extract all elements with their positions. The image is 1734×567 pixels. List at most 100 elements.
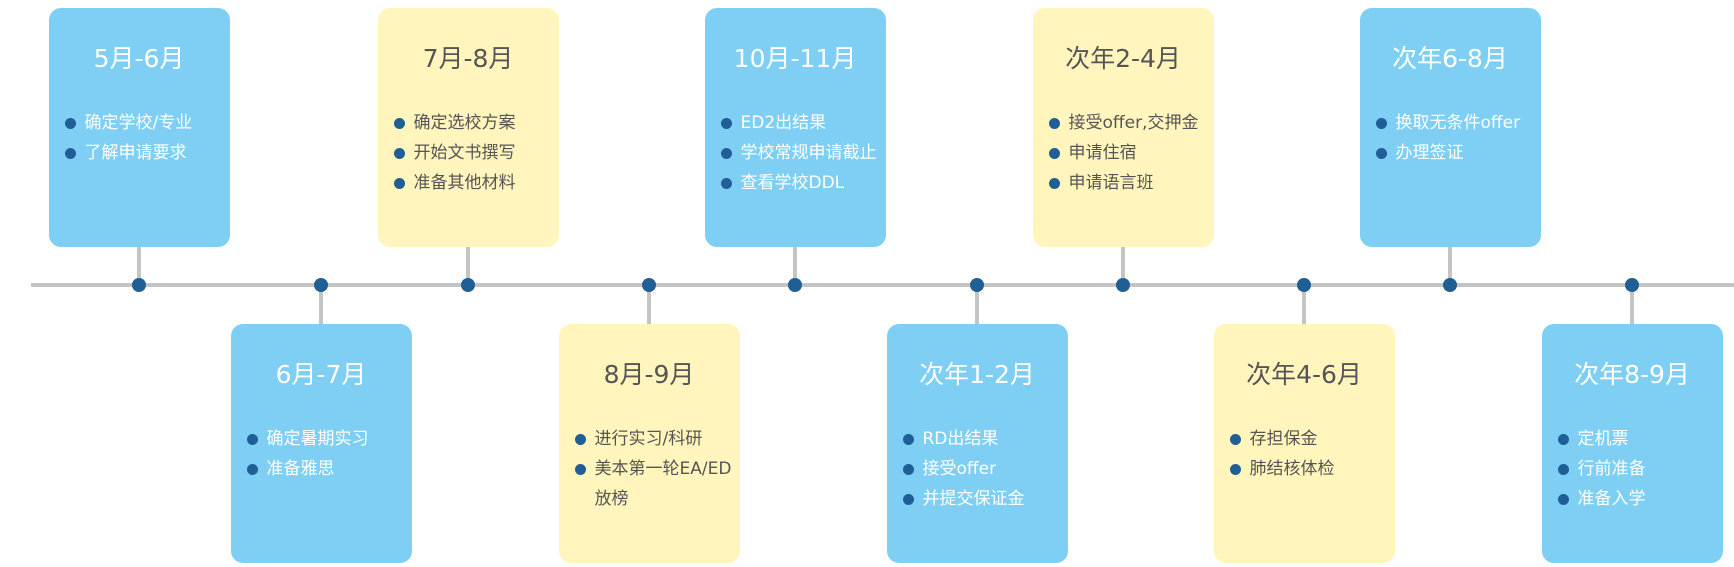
milestone-task: 申请语言班	[1048, 168, 1208, 198]
milestone-task: 准备雅思	[246, 454, 406, 484]
milestone-task: 确定暑期实习	[246, 424, 406, 454]
milestone-task-text: 学校常规申请截止	[740, 143, 877, 163]
bullet-icon	[393, 118, 405, 129]
milestone-period: 次年2-4月	[1065, 44, 1181, 73]
bullet-icon	[902, 464, 914, 475]
bullet-icon	[246, 464, 258, 475]
milestone-task-list: RD出结果接受offer 并提交保证金	[902, 424, 1062, 514]
bullet-icon	[1557, 494, 1569, 505]
bullet-icon	[720, 118, 732, 129]
milestone-period: 次年1-2月	[919, 360, 1035, 389]
connector-line	[1448, 247, 1452, 285]
milestone-task: 并提交保证金	[902, 484, 1062, 514]
bullet-icon	[720, 148, 732, 159]
timeline-axis	[31, 283, 1734, 287]
timeline-dot	[970, 278, 984, 292]
bullet-icon	[1048, 148, 1060, 159]
milestone-task-text: 准备雅思	[266, 459, 335, 479]
milestone-card: 7月-8月确定选校方案开始文书撰写准备其他材料	[377, 8, 559, 247]
milestone-task-list: 定机票行前准备准备入学	[1557, 424, 1717, 514]
milestone-period: 5月-6月	[93, 44, 185, 73]
milestone-task-text: 查看学校DDL	[740, 173, 845, 193]
milestone-task-text: 换取无条件offer	[1395, 113, 1521, 133]
milestone-task: 确定选校方案	[393, 108, 553, 138]
milestone-task: 开始文书撰写	[393, 138, 553, 168]
milestone-task: 办理签证	[1375, 138, 1535, 168]
milestone-task-text: 了解申请要求	[84, 143, 187, 163]
milestone-task-text: 并提交保证金	[922, 489, 1025, 509]
milestone-card: 次年4-6月存担保金肺结核体检	[1213, 324, 1395, 563]
milestone-task: 存担保金	[1229, 424, 1389, 454]
milestone-task-text: 肺结核体检	[1249, 459, 1335, 479]
milestone-task-text: 接受offer,交押金	[1068, 113, 1199, 133]
milestone-task-text: 行前准备	[1577, 459, 1646, 479]
bullet-icon	[902, 434, 914, 445]
milestone-task-text: 接受offer	[922, 459, 997, 479]
milestone-task: 接受offer	[902, 454, 1062, 484]
bullet-icon	[1375, 148, 1387, 159]
milestone-task-text: 办理签证	[1395, 143, 1464, 163]
milestone-period: 7月-8月	[422, 44, 514, 73]
milestone-task: 行前准备	[1557, 454, 1717, 484]
bullet-icon	[64, 148, 76, 159]
milestone-card: 6月-7月确定暑期实习准备雅思	[230, 324, 412, 563]
bullet-icon	[720, 178, 732, 189]
milestone-task-list: 确定暑期实习准备雅思	[246, 424, 406, 484]
milestone-task-list: 确定学校/专业了解申请要求	[64, 108, 224, 168]
bullet-icon	[393, 148, 405, 159]
timeline-dot	[1297, 278, 1311, 292]
milestone-task-text: 申请语言班	[1068, 173, 1154, 193]
milestone-task: ED2出结果	[720, 108, 880, 138]
milestone-period: 6月-7月	[275, 360, 367, 389]
milestone-card: 次年2-4月接受offer,交押金申请住宿申请语言班	[1032, 8, 1214, 247]
bullet-icon	[1048, 178, 1060, 189]
milestone-card: 8月-9月进行实习/科研美本第一轮EA/ED放榜	[558, 324, 740, 563]
connector-line	[793, 247, 797, 285]
milestone-task-list: 换取无条件offer 办理签证	[1375, 108, 1535, 168]
milestone-task: 确定学校/专业	[64, 108, 224, 138]
milestone-task: 学校常规申请截止	[720, 138, 880, 168]
milestone-task-text: 美本第一轮EA/ED放榜	[594, 459, 732, 509]
connector-line	[466, 247, 470, 285]
milestone-task-list: 进行实习/科研美本第一轮EA/ED放榜	[574, 424, 734, 514]
milestone-card: 5月-6月确定学校/专业了解申请要求	[48, 8, 230, 247]
milestone-task-list: 确定选校方案开始文书撰写准备其他材料	[393, 108, 553, 198]
connector-line	[647, 285, 651, 324]
connector-line	[137, 247, 141, 285]
connector-line	[1630, 285, 1634, 324]
timeline-dot	[1116, 278, 1130, 292]
bullet-icon	[246, 434, 258, 445]
bullet-icon	[1229, 434, 1241, 445]
milestone-task-list: ED2出结果学校常规申请截止查看学校DDL	[720, 108, 880, 198]
timeline-dot	[1443, 278, 1457, 292]
milestone-task-text: ED2出结果	[740, 113, 827, 133]
milestone-task: 进行实习/科研	[574, 424, 734, 454]
milestone-task: 美本第一轮EA/ED放榜	[574, 454, 734, 514]
connector-line	[1121, 247, 1125, 285]
bullet-icon	[1048, 118, 1060, 129]
milestone-task-list: 存担保金肺结核体检	[1229, 424, 1389, 484]
bullet-icon	[393, 178, 405, 189]
milestone-period: 次年8-9月	[1574, 360, 1690, 389]
milestone-task-text: 确定暑期实习	[266, 429, 369, 449]
milestone-period: 8月-9月	[603, 360, 695, 389]
milestone-card: 次年8-9月定机票行前准备准备入学	[1541, 324, 1723, 563]
milestone-task-text: 准备其他材料	[413, 173, 516, 193]
milestone-task: 定机票	[1557, 424, 1717, 454]
bullet-icon	[1229, 464, 1241, 475]
bullet-icon	[1557, 464, 1569, 475]
milestone-task-text: RD出结果	[922, 429, 999, 449]
milestone-task: 了解申请要求	[64, 138, 224, 168]
timeline-dot	[1625, 278, 1639, 292]
milestone-period: 次年6-8月	[1392, 44, 1508, 73]
milestone-task-list: 接受offer,交押金申请住宿申请语言班	[1048, 108, 1208, 198]
milestone-task: 申请住宿	[1048, 138, 1208, 168]
connector-line	[975, 285, 979, 324]
timeline-dot	[642, 278, 656, 292]
milestone-task-text: 定机票	[1577, 429, 1629, 449]
milestone-task: 准备入学	[1557, 484, 1717, 514]
milestone-task: 换取无条件offer	[1375, 108, 1535, 138]
milestone-task-text: 存担保金	[1249, 429, 1318, 449]
